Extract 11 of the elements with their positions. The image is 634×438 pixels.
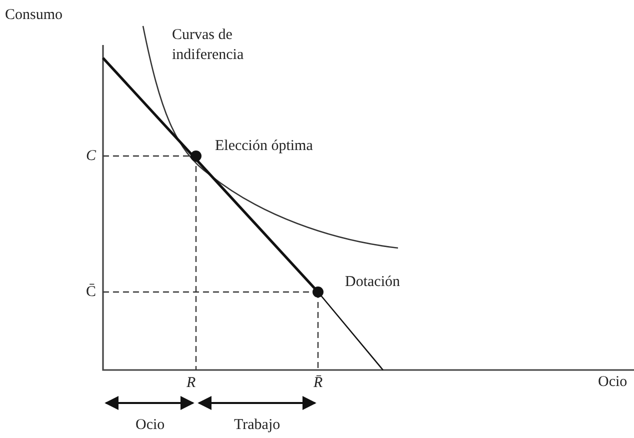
axis-tick-label: R xyxy=(186,374,196,392)
axis-title: Ocio xyxy=(598,373,628,391)
point-label: Dotación xyxy=(345,273,400,291)
axis-tick-label: C̄ xyxy=(86,283,96,301)
axis-tick-label: C xyxy=(86,147,96,165)
dimension-label: Trabajo xyxy=(234,416,280,434)
curve-label: Curvas de indiferencia xyxy=(172,26,245,65)
axis-tick-label: R̄ xyxy=(314,374,323,392)
point-label: Elección óptima xyxy=(215,137,313,155)
dimension-label: Ocio xyxy=(136,416,165,434)
axis-title: Consumo xyxy=(5,6,63,24)
